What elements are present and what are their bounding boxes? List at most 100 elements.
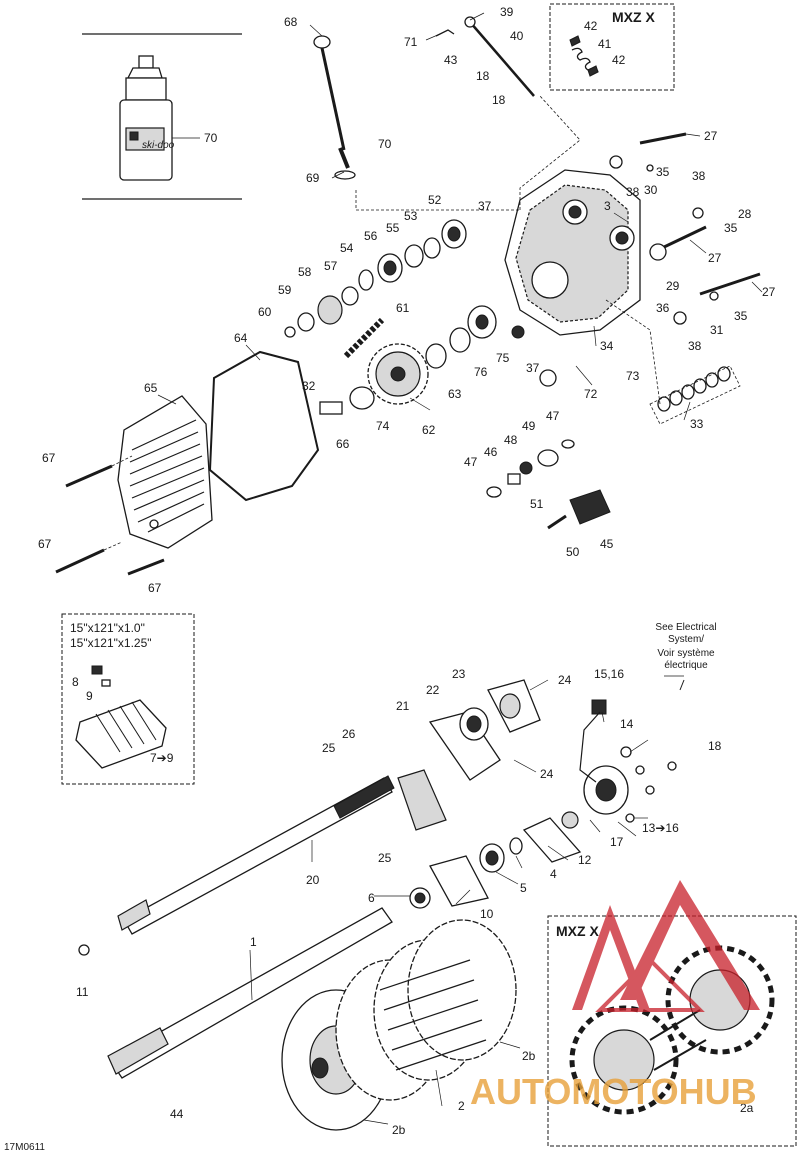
diagram-code: 17M0611: [4, 1142, 45, 1153]
callout-22: 22: [426, 683, 440, 697]
callout-71: 71: [404, 35, 418, 49]
callout-70: 70: [204, 131, 218, 145]
callout-27-b: 27: [708, 251, 722, 265]
callout-43: 43: [444, 53, 458, 67]
callout-15-16: 15,16: [594, 667, 624, 681]
leader-lines: [157, 12, 763, 1125]
callout-58: 58: [298, 265, 312, 279]
track-size-1: 15"x121"x1.0": [70, 621, 145, 635]
callout-34: 34: [600, 339, 614, 353]
callout-61: 61: [396, 301, 410, 315]
note-line-4: électrique: [664, 660, 708, 671]
callout-35-a: 35: [656, 165, 670, 179]
callout-37-b: 37: [526, 361, 540, 375]
callout-47-a: 47: [546, 409, 560, 423]
callout-49: 49: [522, 419, 536, 433]
callout-46: 46: [484, 445, 498, 459]
callout-73: 73: [626, 369, 640, 383]
callout-8: 8: [72, 675, 79, 689]
callout-38-c: 38: [688, 339, 702, 353]
callout-labels: 68 39 40 71 43 18 18 42 41 42 27 70 69 3…: [38, 5, 776, 1137]
lower-bearing-housing: [409, 811, 582, 909]
callout-30: 30: [644, 183, 658, 197]
callout-67-c: 67: [148, 581, 162, 595]
callout-67-a: 67: [42, 451, 56, 465]
callout-27-a: 27: [704, 129, 718, 143]
oil-bottle-panel: ski-doo 70: [82, 33, 242, 200]
callout-57: 57: [324, 259, 338, 273]
callout-24-b: 24: [540, 767, 554, 781]
callout-17: 17: [610, 835, 624, 849]
chaincase-cover: [117, 395, 213, 549]
callout-37-a: 37: [478, 199, 492, 213]
track-size-2: 15"x121"x1.25": [70, 636, 152, 650]
shim-stack: [649, 365, 741, 425]
callout-10: 10: [480, 907, 494, 921]
long-bolt: [464, 16, 535, 97]
track-section-icon: [75, 665, 167, 769]
tensioner-assembly: [486, 439, 611, 530]
callout-45: 45: [600, 537, 614, 551]
callout-33: 33: [690, 417, 704, 431]
callout-18-c: 18: [708, 739, 722, 753]
note-line-2: System/: [668, 634, 704, 645]
upper-bearing-housing: [397, 679, 541, 831]
callout-47-b: 47: [464, 455, 478, 469]
callout-35-b: 35: [724, 221, 738, 235]
callout-53: 53: [404, 209, 418, 223]
note-line-3: Voir système: [657, 648, 715, 659]
callout-18-a: 18: [476, 69, 490, 83]
callout-20: 20: [306, 873, 320, 887]
callout-2a: 2a: [740, 1101, 754, 1115]
callout-63: 63: [448, 387, 462, 401]
callout-68: 68: [284, 15, 298, 29]
cover-gasket: [208, 350, 320, 502]
bolts-27: [609, 132, 761, 325]
callout-18-b: 18: [492, 93, 506, 107]
callout-4: 4: [550, 867, 557, 881]
svg-text:ski-doo: ski-doo: [142, 140, 175, 151]
callout-52: 52: [428, 193, 442, 207]
electrical-note: See Electrical System/ Voir système élec…: [655, 622, 716, 671]
callout-32: 32: [302, 379, 316, 393]
callout-21: 21: [396, 699, 410, 713]
callout-51: 51: [530, 497, 544, 511]
mxz-detail-box-top: MXZ X: [549, 3, 675, 91]
callout-12: 12: [578, 853, 592, 867]
callout-44: 44: [170, 1107, 184, 1121]
callout-24-a: 24: [558, 673, 572, 687]
cover-bolts: [55, 455, 165, 576]
callout-70-b: 70: [378, 137, 392, 151]
callout-67-b: 67: [38, 537, 52, 551]
callout-31: 31: [710, 323, 724, 337]
callout-48: 48: [504, 433, 518, 447]
callout-59: 59: [278, 283, 292, 297]
small-clip-71: [435, 29, 455, 37]
callout-65: 65: [144, 381, 158, 395]
callout-6: 6: [368, 891, 375, 905]
callout-27-c: 27: [762, 285, 776, 299]
upper-shaft-parts: [284, 219, 467, 338]
callout-42-b: 42: [612, 53, 626, 67]
assembly-lead-lines: [355, 95, 661, 405]
callout-25-a: 25: [322, 741, 336, 755]
callout-11: 11: [76, 985, 89, 999]
callout-74: 74: [376, 419, 390, 433]
callout-75: 75: [496, 351, 510, 365]
callout-28: 28: [738, 207, 752, 221]
spring-icon: [569, 35, 599, 77]
callout-25-b: 25: [378, 851, 392, 865]
callout-42-a: 42: [584, 19, 598, 33]
callout-38-b: 38: [692, 169, 706, 183]
callout-66: 66: [336, 437, 350, 451]
callout-62: 62: [422, 423, 436, 437]
mxz-label-bottom: MXZ X: [556, 923, 599, 939]
driveshaft-20: [117, 775, 395, 935]
lower-shaft-parts: [319, 305, 557, 415]
callout-38-a: 38: [626, 185, 640, 199]
callout-29: 29: [666, 279, 680, 293]
callout-2b-top: 2b: [522, 1049, 536, 1063]
callout-55: 55: [386, 221, 400, 235]
callout-23: 23: [452, 667, 466, 681]
chaincase-housing: [504, 169, 641, 336]
